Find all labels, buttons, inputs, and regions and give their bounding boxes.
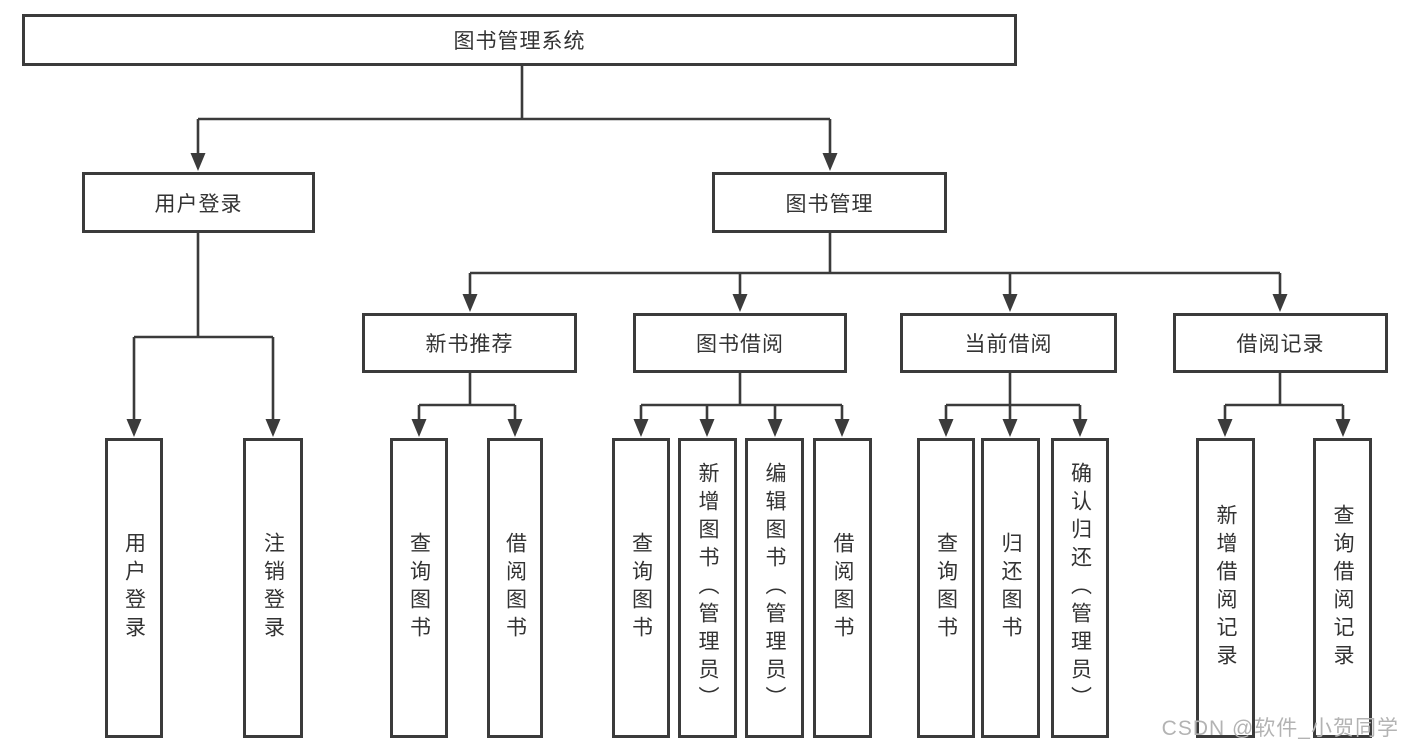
leaf-current-confirm-admin-label: 确认归还（管理员）: [1068, 462, 1092, 714]
node-user-login-label: 用户登录: [154, 192, 243, 216]
edges-book-management-to-level3: [462, 233, 1288, 312]
edges-book-borrow-to-leaves: [633, 373, 850, 437]
csdn-watermark: CSDN @软件_小贺同学: [1161, 717, 1399, 740]
leaf-current-return: 归还图书: [981, 438, 1040, 738]
leaf-record-add: 新增借阅记录: [1196, 438, 1255, 738]
leaf-user-login: 用户登录: [105, 438, 163, 738]
leaf-logout: 注销登录: [243, 438, 303, 738]
leaf-borrow-query: 查询图书: [612, 438, 670, 738]
leaf-newbook-borrow-label: 借阅图书: [503, 532, 527, 644]
leaf-newbook-query-label: 查询图书: [407, 532, 431, 644]
leaf-current-query-label: 查询图书: [934, 532, 958, 644]
leaf-borrow-edit-admin: 编辑图书（管理员）: [745, 438, 804, 738]
edges-user-login-to-leaves: [126, 233, 281, 437]
leaf-borrow-book-label: 借阅图书: [831, 532, 854, 644]
node-book-borrow: 图书借阅: [633, 313, 847, 373]
edges-borrow-record-to-leaves: [1217, 373, 1351, 437]
leaf-record-query: 查询借阅记录: [1313, 438, 1372, 738]
leaf-borrow-edit-admin-label: 编辑图书（管理员）: [763, 462, 786, 714]
node-book-management-label: 图书管理: [785, 192, 874, 216]
leaf-borrow-add-admin-label: 新增图书（管理员）: [696, 462, 719, 714]
leaf-newbook-borrow: 借阅图书: [487, 438, 543, 738]
node-new-book-recommend-label: 新书推荐: [425, 333, 514, 356]
leaf-newbook-query: 查询图书: [390, 438, 448, 738]
leaf-current-query: 查询图书: [917, 438, 975, 738]
leaf-borrow-book: 借阅图书: [813, 438, 872, 738]
edges-current-borrow-to-leaves: [938, 373, 1088, 437]
node-current-borrow: 当前借阅: [900, 313, 1117, 373]
node-borrow-record-label: 借阅记录: [1236, 333, 1325, 356]
leaf-borrow-add-admin: 新增图书（管理员）: [678, 438, 737, 738]
leaf-user-login-label: 用户登录: [122, 532, 146, 644]
leaf-borrow-query-label: 查询图书: [629, 532, 653, 644]
leaf-current-confirm-admin: 确认归还（管理员）: [1051, 438, 1109, 738]
leaf-record-query-label: 查询借阅记录: [1331, 504, 1354, 672]
leaf-logout-label: 注销登录: [261, 532, 285, 644]
node-new-book-recommend: 新书推荐: [362, 313, 577, 373]
node-current-borrow-label: 当前借阅: [964, 333, 1053, 356]
node-root-label: 图书管理系统: [453, 30, 586, 53]
edges-new-book-to-leaves: [411, 373, 523, 437]
node-book-management: 图书管理: [712, 172, 947, 233]
node-borrow-record: 借阅记录: [1173, 313, 1388, 373]
leaf-current-return-label: 归还图书: [999, 532, 1022, 644]
node-root: 图书管理系统: [22, 14, 1017, 66]
edges-root-to-level2: [190, 66, 838, 171]
node-user-login: 用户登录: [82, 172, 315, 233]
node-book-borrow-label: 图书借阅: [696, 333, 784, 356]
leaf-record-add-label: 新增借阅记录: [1214, 504, 1237, 672]
